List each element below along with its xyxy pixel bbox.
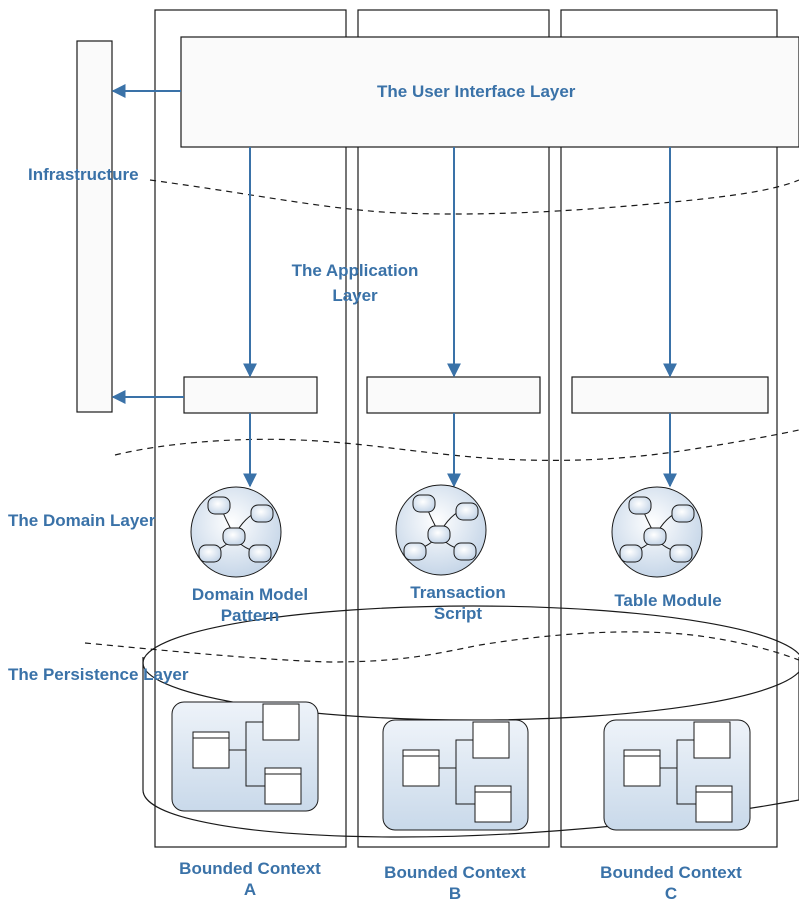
- application-box-b: [366, 376, 541, 414]
- bounded-context-column-c: [560, 9, 778, 848]
- application-box-a: [183, 376, 318, 414]
- domain-model-icon-a: [190, 486, 282, 578]
- infrastructure-box: [76, 40, 113, 413]
- application-layer-label-line2: Layer: [332, 286, 378, 305]
- context-label-line1: Bounded Context: [600, 863, 742, 882]
- domain-model-icon-c: [611, 486, 703, 578]
- bounded-context-column-b: [357, 9, 550, 848]
- separator-domain-persistence: [84, 631, 799, 663]
- bounded-context-label-a: Bounded Context A: [150, 858, 350, 900]
- persistence-layer-label: The Persistence Layer: [8, 665, 189, 684]
- pattern-label-transaction-script: Transaction Script: [368, 582, 548, 624]
- pattern-label-line1: Transaction: [410, 583, 506, 602]
- pattern-label-domain-model: Domain Model Pattern: [160, 584, 340, 626]
- ui-layer-box: [180, 36, 799, 148]
- application-layer-label: The Application Layer: [270, 260, 440, 306]
- pattern-label-line2: Script: [433, 604, 483, 623]
- context-label-line2: A: [243, 880, 257, 899]
- separator-ui-application: [149, 179, 799, 215]
- application-layer-label-line1: The Application: [291, 261, 419, 280]
- application-box-c: [571, 376, 769, 414]
- pattern-label-line1: Domain Model: [191, 585, 309, 604]
- pattern-label-line1: Table Module: [614, 591, 722, 610]
- domain-layer-label: The Domain Layer: [8, 511, 156, 530]
- context-label-line2: B: [448, 884, 462, 903]
- context-label-line1: Bounded Context: [179, 859, 321, 878]
- bounded-context-label-b: Bounded Context B: [355, 862, 555, 904]
- infrastructure-label: Infrastructure: [28, 165, 139, 184]
- bounded-context-label-c: Bounded Context C: [571, 862, 771, 904]
- separator-application-domain: [114, 429, 799, 461]
- context-label-line2: C: [664, 884, 678, 903]
- context-label-line1: Bounded Context: [384, 863, 526, 882]
- ui-layer-label: The User Interface Layer: [377, 82, 576, 101]
- pattern-label-line2: Pattern: [220, 606, 280, 625]
- domain-model-icon-b: [395, 484, 487, 576]
- bounded-context-column-a: [154, 9, 347, 848]
- pattern-label-table-module: Table Module: [578, 590, 758, 611]
